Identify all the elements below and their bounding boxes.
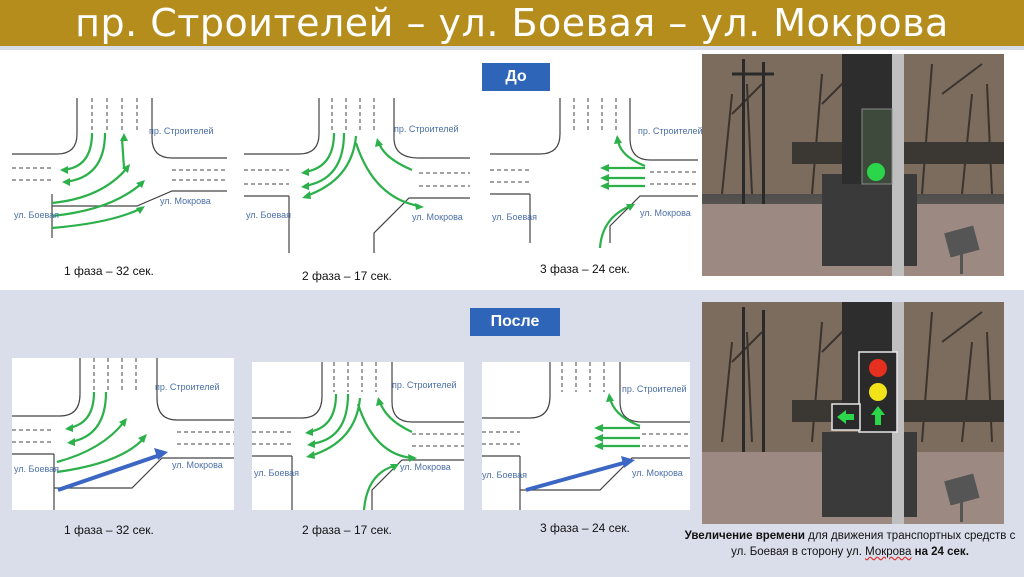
summary-caption: Увеличение времени для движения транспор… <box>680 528 1020 560</box>
street-label: ул. Мокрова <box>412 212 463 222</box>
street-label: пр. Строителей <box>622 384 687 394</box>
street-label: ул. Боевая <box>492 212 538 222</box>
street-label: ул. Мокрова <box>160 196 211 206</box>
page-title: пр. Строителей – ул. Боевая – ул. Мокров… <box>75 1 949 45</box>
photo-signal-after <box>702 302 1004 524</box>
phase-caption: 3 фаза – 24 сек. <box>540 262 630 276</box>
caption-underlined: Мокрова <box>865 546 912 558</box>
diagram-after-phase-3: пр. Строителей ул. Боевая ул. Мокрова <box>482 362 690 510</box>
traffic-light-green-icon <box>867 163 885 181</box>
diagram-after-phase-1: пр. Строителей ул. Боевая ул. Мокрова <box>12 358 234 510</box>
photo-signal-before <box>702 54 1004 276</box>
street-label: ул. Мокрова <box>172 460 223 470</box>
tag-after: После <box>470 308 560 336</box>
phase-caption: 2 фаза – 17 сек. <box>302 269 392 283</box>
street-label: пр. Строителей <box>392 380 457 390</box>
phase-caption: 2 фаза – 17 сек. <box>302 523 392 537</box>
divider <box>0 46 1024 50</box>
street-label: ул. Мокрова <box>400 462 451 472</box>
traffic-light-three-section-with-arrows-icon <box>831 351 898 433</box>
diagram-before-phase-3: пр. Строителей ул. Боевая ул. Мокрова <box>490 98 703 248</box>
street-label: ул. Мокрова <box>632 468 683 478</box>
street-label: ул. Боевая <box>254 468 300 478</box>
street-label: ул. Мокрова <box>640 208 691 218</box>
phase-caption: 1 фаза – 32 сек. <box>64 264 154 278</box>
phase-caption: 3 фаза – 24 сек. <box>540 521 630 535</box>
diagram-before-phase-1: пр. Строителей ул. Боевая ул. Мокрова <box>12 98 227 246</box>
street-label: ул. Боевая <box>14 210 60 220</box>
title-banner: пр. Строителей – ул. Боевая – ул. Мокров… <box>0 0 1024 46</box>
diagram-after-phase-2: пр. Строителей ул. Боевая ул. Мокрова <box>252 362 464 510</box>
street-label: ул. Боевая <box>14 464 60 474</box>
caption-middle: для движения транспортных средств с ул. … <box>731 530 1016 558</box>
caption-bold-suffix: на 24 сек. <box>911 546 969 558</box>
street-label: пр. Строителей <box>149 126 214 136</box>
street-label: ул. Боевая <box>482 470 528 480</box>
street-label: ул. Боевая <box>246 210 292 220</box>
phase-caption: 1 фаза – 32 сек. <box>64 523 154 537</box>
street-label: пр. Строителей <box>638 126 703 136</box>
diagram-before-phase-2: пр. Строителей ул. Боевая ул. Мокрова <box>244 98 470 253</box>
street-label: пр. Строителей <box>394 124 459 134</box>
tag-before: До <box>482 63 550 91</box>
street-label: пр. Строителей <box>155 382 220 392</box>
caption-bold-prefix: Увеличение времени <box>684 530 805 542</box>
